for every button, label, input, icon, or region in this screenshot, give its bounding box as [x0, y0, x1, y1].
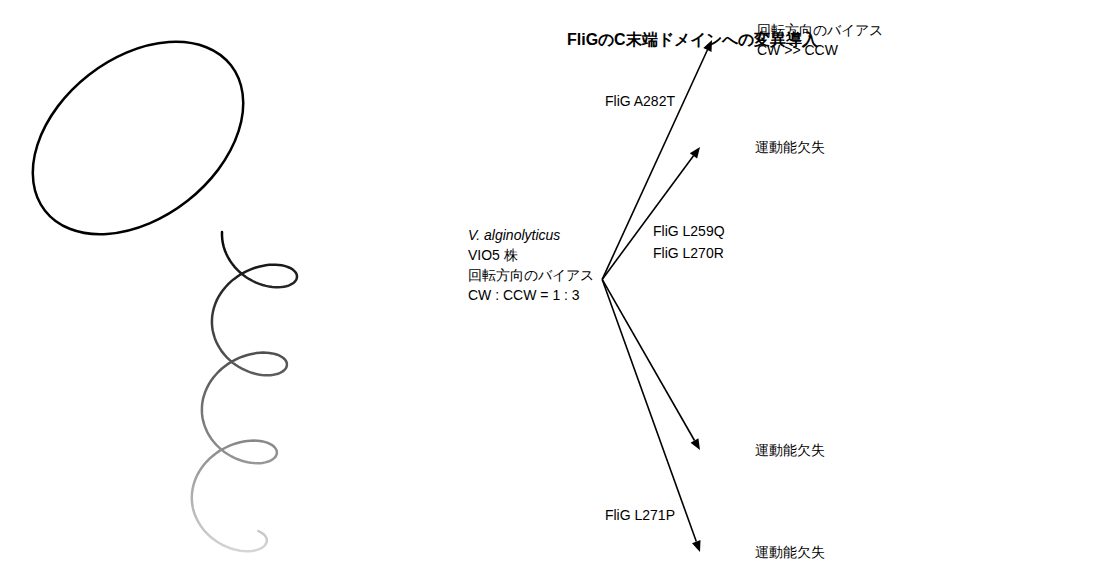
arrow-head — [691, 438, 700, 450]
cell-body — [0, 2, 280, 273]
node-text: VIO5 株 — [468, 245, 598, 265]
mutation-label: FliG L270R — [652, 244, 725, 262]
arrow-head — [692, 540, 701, 552]
outcome-text: 回転方向のバイアス CW >> CCW — [712, 20, 887, 60]
outcome-text: 運動能欠失 — [700, 542, 825, 562]
node-text: 回転方向のバイアス CW : CCW = 1 : 3 — [468, 265, 598, 305]
outcome-text: 運動能欠失 — [700, 440, 825, 460]
node-text: 運動能欠失 — [755, 542, 825, 562]
mutation-label: FliG A282T — [604, 92, 676, 110]
flagellum — [192, 232, 297, 551]
node-text: 回転方向のバイアス CW >> CCW — [757, 20, 887, 60]
arrow-line — [602, 279, 696, 541]
mutation-label: FliG L271P — [604, 506, 676, 524]
outcome-text: 運動能欠失 — [700, 137, 825, 157]
node-text: 運動能欠失 — [755, 137, 825, 157]
strain-info: V. alginolyticusVIO5 株回転方向のバイアス CW : CCW… — [468, 225, 598, 305]
node-text: V. alginolyticus — [468, 225, 598, 245]
mutation-label: FliG L259Q — [652, 222, 726, 240]
arrow-head — [690, 147, 700, 159]
node-text: 運動能欠失 — [755, 440, 825, 460]
arrow-line — [602, 279, 694, 440]
